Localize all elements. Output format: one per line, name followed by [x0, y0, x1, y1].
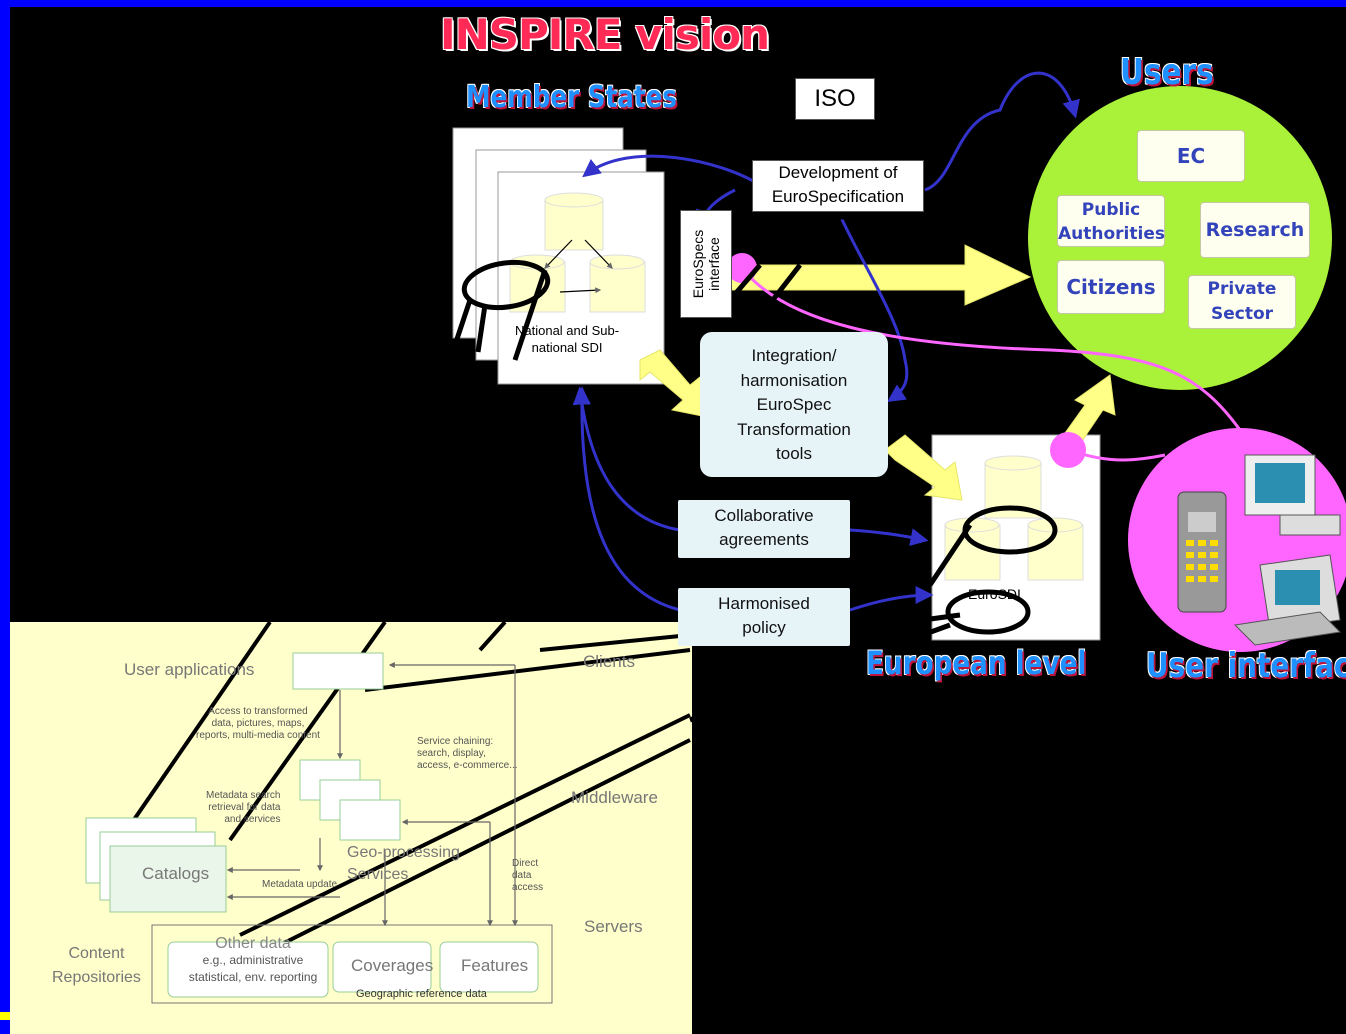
arch-content-line-2: Repositories	[52, 969, 141, 986]
arch-direct-line-2: data	[512, 870, 532, 881]
user-citizens-label: Citizens	[1066, 275, 1156, 299]
integration-line-4: Transformation	[737, 419, 851, 439]
arch-graphics	[85, 652, 553, 1004]
european-level-label: European level	[866, 644, 1087, 682]
user-private-line-2: Sector	[1210, 304, 1274, 324]
collaborative-line-1: Collaborative	[714, 506, 814, 525]
integration-line-1: Integration/	[751, 346, 837, 365]
arch-chaining-line-2: search, display,	[417, 748, 486, 759]
user-private-sector: Private Sector	[1188, 275, 1296, 329]
user-ec: EC	[1137, 130, 1245, 182]
integration-line-2: harmonisation	[740, 370, 848, 390]
arch-other-line-1: Other data	[215, 935, 291, 952]
development-line-2: EuroSpecification	[771, 187, 905, 206]
integration-line-5: tools	[776, 444, 812, 463]
arch-chaining-line-1: Service chaining:	[417, 736, 494, 747]
repository-box	[151, 924, 553, 1004]
arch-content-repositories: Content Repositories	[52, 942, 141, 990]
arch-geoprocessing: Geo-processing Services	[347, 842, 460, 886]
users-title: Users	[1120, 52, 1214, 93]
user-interfaces-label: User interfaces	[1146, 646, 1346, 686]
frame-top-bar	[0, 0, 1346, 7]
eurospecs-line-1: EuroSpecs	[690, 229, 706, 299]
eurosdi-label: EuroSDI	[968, 586, 1021, 602]
arch-user-applications: User applications	[124, 660, 255, 679]
arch-geo-line-1: Geo-processing	[347, 844, 460, 861]
integration-box: Integration/ harmonisation EuroSpec Tran…	[700, 332, 888, 477]
arch-servers: Servers	[584, 917, 643, 936]
arch-geo-reference: Geographic reference data	[356, 988, 487, 1000]
arch-chaining-text: Service chaining: search, display, acces…	[417, 736, 518, 772]
arch-other-data: Other data e.g., administrative statisti…	[178, 935, 328, 986]
yellow-arrows	[639, 244, 1116, 501]
user-public-authorities: Public Authorities	[1057, 195, 1165, 247]
user-research-label: Research	[1205, 219, 1305, 241]
integration-line-3: EuroSpec	[756, 395, 832, 414]
arch-chaining-line-3: access, e-commerce...	[417, 760, 518, 771]
user-citizens: Citizens	[1057, 260, 1165, 314]
iso-box: ISO	[795, 78, 875, 120]
user-app-box	[292, 652, 384, 690]
arch-metadata-line-2: retrieval for data	[208, 802, 281, 813]
frame-corner-mark	[0, 1012, 10, 1020]
arch-geo-line-2: Services	[347, 866, 409, 883]
arch-clients: Clients	[583, 652, 635, 671]
collaborative-line-2: agreements	[719, 530, 809, 549]
arch-other-line-2: e.g., administrative	[202, 953, 304, 967]
arch-access-text: Access to transformed data, pictures, ma…	[196, 706, 320, 742]
user-private-line-1: Private	[1207, 279, 1277, 299]
eurospecs-line-2: interface	[706, 237, 722, 291]
arch-metadata-line-3: and services	[224, 814, 281, 825]
user-public-line-1: Public	[1081, 200, 1141, 220]
member-db-cylinders	[509, 192, 646, 313]
development-box: Development of EuroSpecification	[752, 160, 924, 212]
national-sdi-label: National and Sub- national SDI	[515, 322, 619, 356]
iso-label: ISO	[814, 85, 856, 112]
arch-content-line-1: Content	[68, 945, 125, 962]
user-public-line-2: Authorities	[1058, 224, 1165, 244]
eurospecs-interface-box: EuroSpecs interface	[680, 210, 732, 318]
arch-other-line-3: statistical, env. reporting	[188, 970, 318, 984]
arch-direct-access: Direct data access	[512, 858, 543, 894]
page-title: INSPIRE vision	[440, 10, 770, 59]
arch-catalogs: Catalogs	[142, 864, 210, 883]
arch-access-line-1: Access to transformed	[208, 706, 308, 717]
harmonised-line-1: Harmonised	[718, 594, 810, 613]
development-line-1: Development of	[778, 163, 898, 182]
arch-access-line-3: reports, multi-media content	[196, 730, 320, 741]
harmonised-line-2: policy	[742, 618, 786, 637]
user-research: Research	[1200, 202, 1310, 258]
arch-direct-line-1: Direct	[512, 858, 539, 869]
frame-left-bar	[0, 0, 10, 1034]
pink-node-euro	[1050, 432, 1086, 468]
arch-direct-line-3: access	[512, 882, 544, 893]
harmonised-box: Harmonised policy	[678, 588, 850, 646]
national-sdi-line-2: national SDI	[531, 340, 603, 355]
arch-metadata-line-1: Metadata search	[206, 790, 281, 801]
arch-coverages: Coverages	[351, 956, 434, 975]
arch-metadata-update: Metadata update	[262, 879, 338, 890]
arch-metadata-search: Metadata search retrieval for data and s…	[206, 790, 281, 826]
national-sdi-line-1: National and Sub-	[515, 323, 620, 338]
member-states-label: Member States	[466, 80, 677, 115]
user-ec-label: EC	[1176, 144, 1206, 168]
arch-access-line-2: data, pictures, maps,	[211, 718, 305, 729]
collaborative-box: Collaborative agreements	[678, 500, 850, 558]
arch-features: Features	[461, 956, 529, 975]
device-icons	[1177, 454, 1342, 646]
arch-middleware: Middleware	[571, 788, 658, 807]
